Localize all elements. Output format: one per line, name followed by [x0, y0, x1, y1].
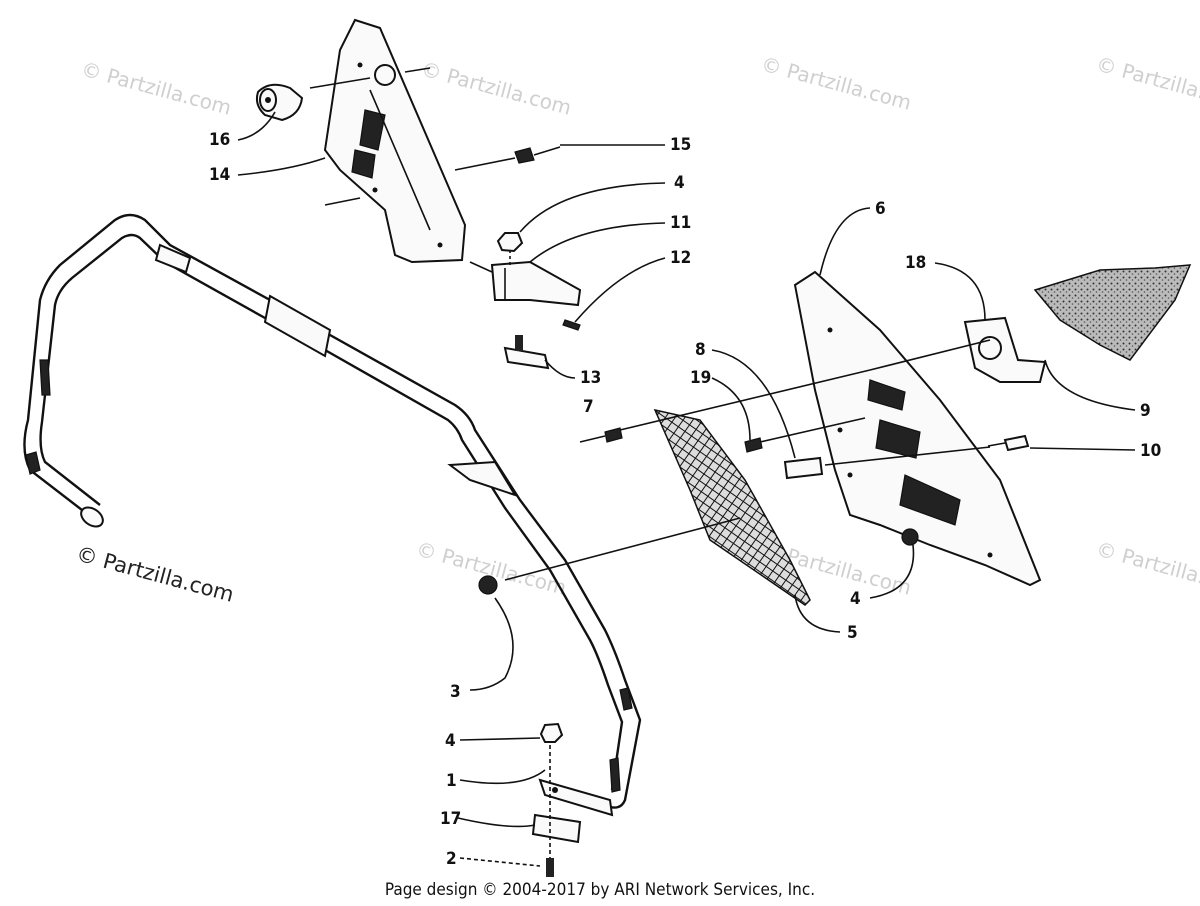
watermark-1: © Partzilla.com	[79, 57, 234, 120]
callout-18: 18	[905, 253, 926, 273]
fasteners	[478, 427, 1030, 743]
side-panel	[793, 270, 1042, 587]
callout-3: 3	[450, 682, 461, 702]
callout-17: 17	[440, 809, 461, 829]
watermark-3: © Partzilla.com	[759, 52, 914, 115]
callout-15: 15	[670, 135, 691, 155]
callout-16: 16	[209, 130, 230, 150]
callout-5: 5	[847, 623, 858, 643]
callout-12: 12	[670, 248, 691, 268]
callout-1: 1	[446, 771, 457, 791]
bumper-tube	[23, 213, 642, 884]
callout-leaders	[237, 111, 1136, 867]
assembly-lines	[309, 67, 991, 581]
callout-19: 19	[690, 368, 711, 388]
callout-6: 6	[875, 199, 886, 219]
callout-7: 7	[583, 397, 594, 417]
watermark-2: © Partzilla.com	[419, 57, 574, 120]
callout-2: 2	[446, 849, 457, 869]
callout-4-top: 4	[674, 173, 685, 193]
callout-9: 9	[1140, 401, 1151, 421]
callout-4-right: 4	[850, 589, 861, 609]
watermark-7: © Partzilla.com	[1094, 537, 1200, 600]
watermark-4: © Partzilla.com	[1094, 52, 1200, 115]
mount-bracket	[963, 316, 1047, 383]
callout-labels: 16 14 15 4 11 12 13 6 18 8 19 7 9 10 4 5…	[209, 130, 1161, 869]
stippled-pad	[1033, 264, 1192, 361]
callout-10: 10	[1140, 441, 1161, 461]
footer-copyright: Page design © 2004-2017 by ARI Network S…	[385, 880, 815, 900]
knob-part	[255, 83, 304, 122]
callout-11: 11	[670, 213, 691, 233]
callout-4-bottom: 4	[445, 731, 456, 751]
upper-bracket	[323, 18, 467, 264]
watermark-main: © Partzilla.com	[74, 542, 237, 607]
callout-8: 8	[695, 340, 706, 360]
watermarks: © Partzilla.com © Partzilla.com © Partzi…	[74, 52, 1200, 607]
callout-13: 13	[580, 368, 601, 388]
callout-14: 14	[209, 165, 230, 185]
mesh-screen	[653, 408, 811, 606]
